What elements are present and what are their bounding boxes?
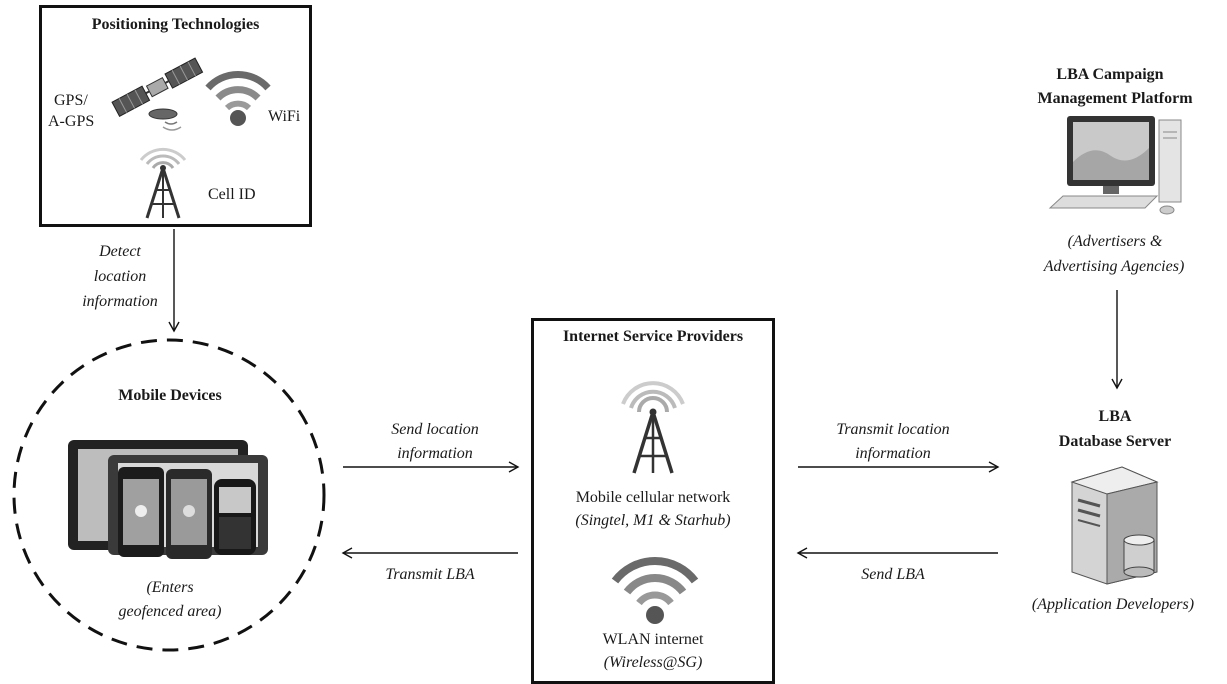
campaign-title-line1: LBA Campaign <box>1056 66 1164 83</box>
satellite-icon <box>111 57 204 131</box>
detect-label-line2: location <box>93 268 147 285</box>
campaign-title-line2: Management Platform <box>1037 90 1193 107</box>
positioning-title: Positioning Technologies <box>91 16 260 33</box>
server-icon <box>1070 466 1159 585</box>
mobile-caption-line2: geofenced area) <box>118 603 222 620</box>
send-location-label-line2: information <box>397 445 473 462</box>
transmit-location-label-line2: information <box>855 445 931 462</box>
detect-label-line3: information <box>82 293 158 310</box>
database-caption: (Application Developers) <box>1031 596 1195 613</box>
tablet-phones-icon <box>68 440 268 559</box>
desktop-computer-icon <box>1048 116 1182 215</box>
database-title-line2: Database Server <box>1058 433 1172 450</box>
cell-tower-icon <box>139 147 187 219</box>
detect-label-line1: Detect <box>99 243 141 260</box>
isp-wifi-icon <box>611 557 699 624</box>
cell-id-label: Cell ID <box>208 186 256 203</box>
mobile-cellular-label: Mobile cellular network <box>575 489 731 506</box>
gps-label-line2: A-GPS <box>48 113 95 130</box>
send-location-label-line1: Send location <box>391 421 479 438</box>
mobile-devices-title: Mobile Devices <box>118 387 222 404</box>
isp-cell-tower-icon <box>621 381 685 474</box>
transmit-location-label-line1: Transmit location <box>836 421 950 438</box>
campaign-caption-line2: Advertising Agencies) <box>1043 258 1185 275</box>
wlan-label: WLAN internet <box>602 631 704 648</box>
mobile-devices-geofence <box>12 338 326 652</box>
database-title-line1: LBA <box>1098 408 1132 425</box>
wifi-label: WiFi <box>268 108 301 125</box>
cellular-providers-label: (Singtel, M1 & Starhub) <box>575 512 731 529</box>
gps-label-line1: GPS/ <box>54 92 88 109</box>
send-lba-label: Send LBA <box>861 566 925 583</box>
isp-title: Internet Service Providers <box>562 328 744 345</box>
campaign-caption-line1: (Advertisers & <box>1067 233 1163 250</box>
transmit-lba-label: Transmit LBA <box>385 566 475 583</box>
mobile-caption-line1: (Enters <box>146 579 194 596</box>
wifi-icon <box>205 71 271 126</box>
wlan-provider-label: (Wireless@SG) <box>603 654 703 671</box>
